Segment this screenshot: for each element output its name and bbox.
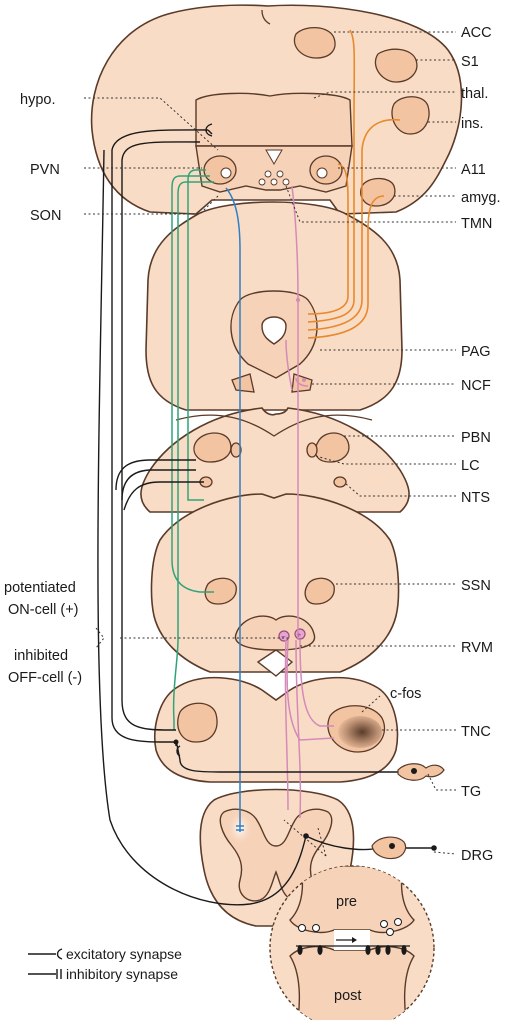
label-tnc: TNC [461, 724, 491, 740]
svg-text:+: + [297, 631, 302, 640]
label-drg: DRG [461, 848, 493, 864]
c-fos-staining [338, 716, 382, 748]
amyg-region [360, 177, 396, 207]
leader-lines [84, 31, 457, 855]
nts-region [333, 476, 347, 488]
label-amyg: amyg. [461, 190, 501, 206]
ncf-region [291, 373, 313, 393]
blue-pathway [225, 187, 244, 832]
legend: excitatory synapse inhibitory synapse [28, 946, 182, 982]
label-rvm: RVM [461, 640, 493, 656]
label-s1: S1 [461, 54, 479, 70]
synapse-markers [173, 298, 306, 757]
inhibitory-synapse-icon [28, 969, 62, 979]
label-acc: ACC [461, 25, 492, 41]
orange-pathway [307, 29, 401, 339]
label-lc: LC [461, 458, 480, 474]
lc-region [306, 442, 318, 458]
thalamus-block [195, 92, 353, 193]
tg-ganglion [397, 763, 445, 781]
pink-pathway [284, 185, 335, 819]
label-ncf: NCF [461, 378, 491, 394]
excitatory-synapse-icon [28, 948, 63, 960]
acc-region [293, 27, 336, 59]
black-pathway [97, 123, 433, 906]
label-nts: NTS [461, 490, 490, 506]
rvm-region [234, 615, 316, 651]
ssn-region [304, 577, 335, 605]
label-pre: pre [336, 894, 357, 910]
label-on-cell-line1: potentiated [4, 580, 76, 596]
legend-excitatory-label: excitatory synapse [66, 946, 182, 962]
drg-ganglion [303, 833, 437, 860]
label-a11: A11 [461, 162, 486, 178]
label-pvn: PVN [30, 162, 60, 178]
s1-region [374, 48, 418, 83]
midbrain-section [145, 201, 403, 411]
medulla-section: − + [150, 493, 400, 677]
label-tg: TG [461, 784, 481, 800]
label-off-cell-line1: inhibited [14, 648, 68, 664]
tnc-section [154, 676, 399, 783]
label-ssn: SSN [461, 578, 491, 594]
ins-region [391, 96, 430, 135]
label-tmn: TMN [461, 216, 492, 232]
label-post: post [334, 988, 361, 1004]
region-labels: ACC S1 thal. ins. A11 amyg. TMN hypo. PV… [4, 25, 501, 1004]
label-son: SON [30, 208, 61, 224]
pons-section [140, 407, 410, 513]
label-pbn: PBN [461, 430, 491, 446]
legend-inhibitory-label: inhibitory synapse [66, 966, 178, 982]
green-pathway [171, 169, 214, 730]
svg-text:−: − [281, 633, 286, 642]
label-cfos: c-fos [390, 686, 421, 702]
label-off-cell-line2: OFF-cell (-) [8, 670, 82, 686]
label-thal: thal. [461, 86, 488, 102]
label-on-cell-line2: ON-cell (+) [8, 602, 79, 618]
label-ins: ins. [461, 116, 484, 132]
label-hypo: hypo. [20, 92, 55, 108]
label-pag: PAG [461, 344, 491, 360]
synapse-inset [269, 819, 435, 1020]
